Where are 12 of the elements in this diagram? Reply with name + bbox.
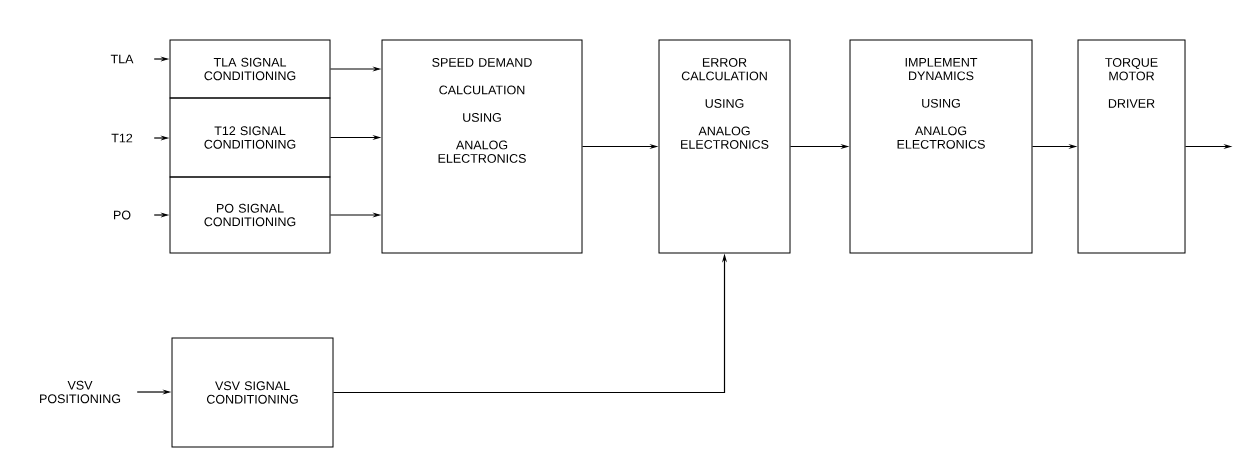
process-box: IMPLEMENT DYNAMICS USING ANALOG ELECTRONICS [849, 39, 1033, 254]
process-box: ERROR CALCULATION USING ANALOG ELECTRONICS [658, 39, 791, 254]
process-box: VSV SIGNAL CONDITIONING [171, 337, 334, 448]
process-box: T12 SIGNAL CONDITIONING [169, 97, 331, 178]
signal-label: T12 [111, 133, 133, 143]
signal-label: PO [114, 210, 131, 220]
process-box: TLA SIGNAL CONDITIONING [169, 39, 331, 99]
signal-label: VSV POSITIONING [40, 380, 121, 404]
process-box: PO SIGNAL CONDITIONING [169, 176, 331, 254]
process-box: TORQUE MOTOR DRIVER [1077, 39, 1186, 254]
process-box: SPEED DEMAND CALCULATION USING ANALOG ELECTRONICS [381, 39, 583, 254]
signal-label: TLA [110, 54, 134, 64]
